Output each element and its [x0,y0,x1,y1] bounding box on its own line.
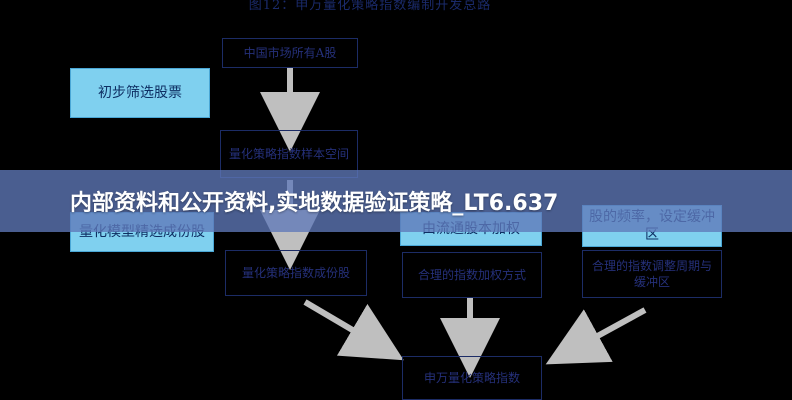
figure-title: 图12：申万量化策略指数编制开发总路 [248,0,492,12]
node-all-a-shares: 中国市场所有A股 [222,38,358,68]
node-weighting-mid: 合理的指数加权方式 [402,252,542,298]
arrow-diag-right [545,307,647,365]
headline-banner: 内部资料和公开资料,实地数据验证策略_LT6.637 [0,170,792,232]
arrow-diag-left [303,299,404,361]
node-initial-screen: 初步筛选股票 [70,68,210,118]
banner-headline: 内部资料和公开资料,实地数据验证策略_LT6.637 [70,191,559,216]
node-final-index: 申万量化策略指数 [402,356,542,400]
node-rebalance: 合理的指数调整周期与缓冲区 [582,250,722,298]
node-compile-method: 量化策略指数成份股 [225,250,367,296]
